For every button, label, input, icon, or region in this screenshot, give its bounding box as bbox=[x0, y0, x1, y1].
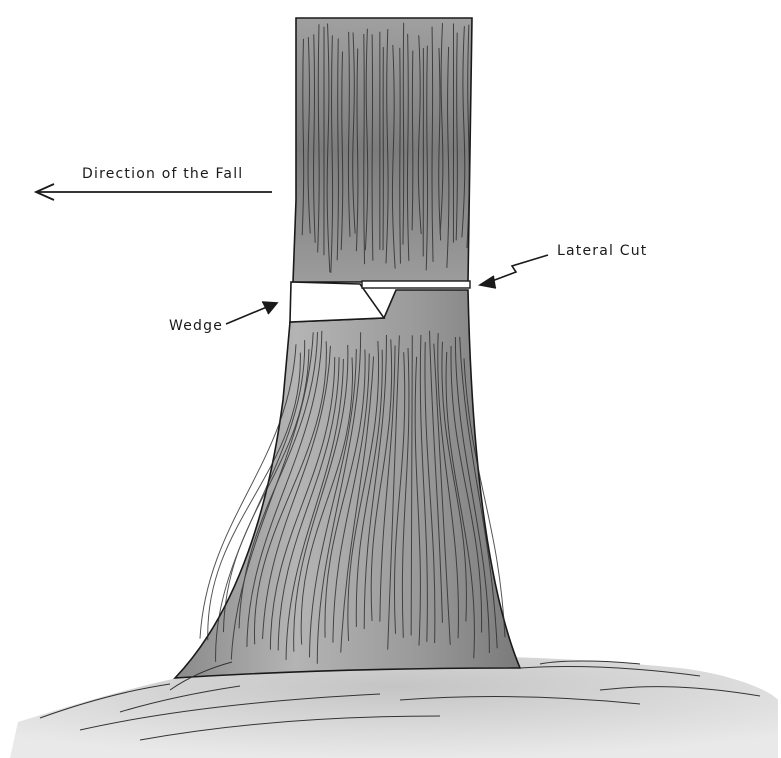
direction-of-fall-label: Direction of the Fall bbox=[82, 166, 243, 182]
upper-trunk bbox=[293, 18, 472, 282]
lateral-cut-label: Lateral Cut bbox=[557, 243, 648, 259]
lateral-cut bbox=[362, 281, 470, 288]
wedge-arrow bbox=[226, 302, 277, 324]
lateral-cut-arrow bbox=[480, 255, 548, 288]
fall-direction-arrow bbox=[36, 184, 272, 200]
wedge-label: Wedge bbox=[169, 318, 223, 334]
